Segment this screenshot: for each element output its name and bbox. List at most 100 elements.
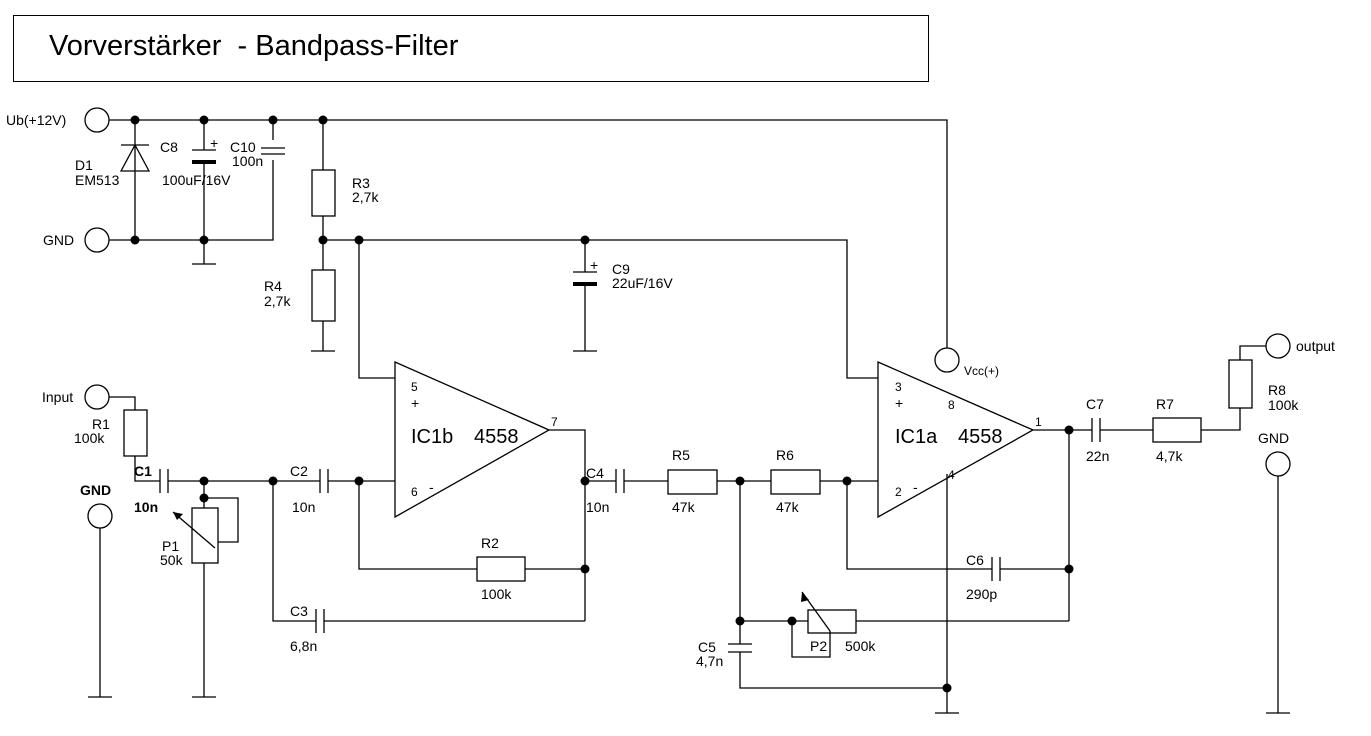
ic1a-pin-gnd: 4 — [948, 468, 955, 482]
potentiometer-p2: P2 500k — [801, 591, 876, 654]
c10-value: 100n — [232, 153, 263, 169]
p1-ref: P1 — [162, 538, 179, 554]
r3-value: 2,7k — [352, 189, 379, 205]
ic1b-plus-sign: + — [411, 395, 419, 411]
r1-ref: R1 — [92, 416, 110, 432]
resistor-r6: R6 47k — [770, 447, 821, 515]
junction-dot — [735, 616, 745, 626]
junctions — [130, 115, 1074, 693]
r6-value: 47k — [776, 499, 800, 515]
ic1b-pin-minus: 6 — [411, 485, 418, 499]
r4-ref: R4 — [264, 278, 282, 294]
ic1a-ref: IC1a — [895, 426, 938, 448]
gnd-terminal-top — [84, 227, 110, 253]
junction-dot — [580, 476, 590, 486]
r5-ref: R5 — [672, 447, 690, 463]
gnd-top-label: GND — [43, 232, 74, 248]
junction-dot — [354, 235, 364, 245]
capacitor-c9: + C9 22uF/16V — [573, 257, 673, 291]
ic1b-ref: IC1b — [411, 426, 453, 448]
input-terminal — [84, 384, 110, 410]
ic1b-pin-out: 7 — [551, 415, 558, 429]
page-title: Vorverstärker - Bandpass-Filter — [49, 30, 459, 62]
r5-value: 47k — [672, 499, 696, 515]
ic1b-minus-sign: - — [429, 479, 434, 495]
r2-ref: R2 — [481, 535, 499, 551]
c7-value: 22n — [1086, 448, 1109, 464]
c9-value: 22uF/16V — [612, 275, 673, 291]
junction-dot — [787, 616, 797, 626]
opamp-ic1a: 3 + 2 - 8 4 1 IC1a 4558 — [877, 361, 1042, 519]
p1-value: 50k — [160, 552, 184, 568]
ic1a-plus-sign: + — [895, 395, 903, 411]
c3-ref: C3 — [290, 603, 308, 619]
resistor-r1: R1 100k — [74, 409, 148, 457]
capacitor-c8: + C8 100uF/16V — [160, 135, 231, 188]
junction-dot — [318, 235, 328, 245]
c10-ref: C10 — [230, 139, 256, 155]
c4-value: 10n — [586, 499, 609, 515]
c8-value: 100uF/16V — [162, 172, 231, 188]
junction-dot — [318, 115, 328, 125]
capacitor-c7: C7 22n — [1086, 396, 1109, 464]
ic1b-part: 4558 — [474, 426, 519, 448]
r6-ref: R6 — [776, 447, 794, 463]
resistor-r7: R7 4,7k — [1152, 396, 1202, 464]
c8-polarity: + — [210, 135, 218, 151]
p2-value: 500k — [845, 638, 876, 654]
ic1a-pin-vcc: 8 — [948, 398, 955, 412]
junction-dot — [268, 115, 278, 125]
junction-dot — [268, 476, 278, 486]
c8-ref: C8 — [160, 139, 178, 155]
junction-dot — [130, 115, 140, 125]
capacitor-c10: C10 100n — [230, 139, 285, 169]
c6-ref: C6 — [966, 552, 984, 568]
r4-value: 2,7k — [264, 293, 291, 309]
junction-dot — [130, 235, 140, 245]
junction-dot — [199, 493, 209, 503]
opamp-ic1b: 5 + 6 - 7 IC1b 4558 — [394, 361, 558, 519]
d1-value: EM513 — [75, 172, 120, 188]
c5-value: 4,7n — [696, 653, 723, 669]
capacitor-c6: C6 290p — [966, 552, 1001, 602]
vcc-label: Vcc(+) — [964, 364, 999, 378]
c1-ref: C1 — [134, 463, 152, 479]
resistor-r3: R3 2,7k — [311, 169, 379, 217]
r2-value: 100k — [481, 586, 512, 602]
resistor-r5: R5 47k — [667, 447, 718, 515]
wires — [88, 119, 1290, 714]
junction-dot — [199, 115, 209, 125]
ic1a-minus-sign: - — [913, 479, 918, 495]
r8-value: 100k — [1268, 397, 1299, 413]
gnd-terminal-output — [1265, 451, 1291, 477]
d1-ref: D1 — [75, 157, 93, 173]
terminals: Ub(+12V) GND Input GND Vcc(+) output GND — [6, 107, 1335, 529]
c4-ref: C4 — [586, 465, 604, 481]
ic1a-pin-out: 1 — [1035, 415, 1042, 429]
resistor-r4: R4 2,7k — [264, 269, 336, 322]
capacitor-c2: C2 10n — [290, 463, 329, 515]
capacitor-c5: C5 4,7n — [696, 639, 752, 669]
vcc-terminal — [934, 347, 960, 373]
ub-label: Ub(+12V) — [6, 112, 66, 128]
r7-value: 4,7k — [1156, 448, 1183, 464]
c5-ref: C5 — [698, 639, 716, 655]
c9-ref: C9 — [612, 261, 630, 277]
ic1a-pin-minus: 2 — [895, 485, 902, 499]
c1-value: 10n — [134, 499, 158, 515]
capacitor-c3: C3 6,8n — [290, 603, 325, 654]
junction-dot — [1064, 425, 1074, 435]
c9-polarity: + — [590, 257, 598, 273]
gnd-input-label: GND — [80, 482, 111, 498]
ic1a-part: 4558 — [958, 426, 1003, 448]
resistor-r8: R8 100k — [1228, 359, 1299, 413]
r1-value: 100k — [74, 430, 105, 446]
p2-ref: P2 — [810, 638, 827, 654]
junction-dot — [1064, 564, 1074, 574]
input-label: Input — [42, 389, 73, 405]
junction-dot — [199, 235, 209, 245]
c2-value: 10n — [292, 499, 315, 515]
r7-ref: R7 — [1156, 396, 1174, 412]
title-box: Vorverstärker - Bandpass-Filter — [13, 15, 929, 82]
